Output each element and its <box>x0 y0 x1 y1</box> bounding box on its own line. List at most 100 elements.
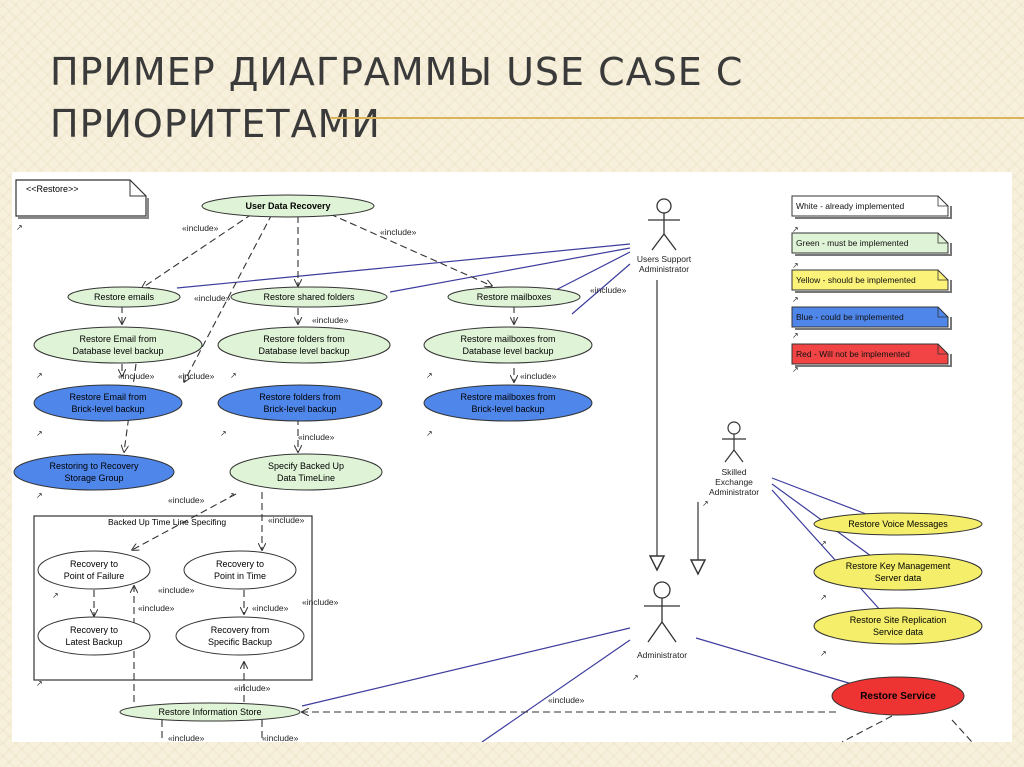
use-case-latest-backup[interactable]: Recovery to Latest Backup <box>37 616 151 656</box>
link-glyph: ↗ <box>36 371 43 380</box>
legend-item: Yellow - should be implemented <box>791 269 952 293</box>
use-case-restore-key-management[interactable]: Restore Key Management Server data <box>813 553 983 591</box>
actor-administrator[interactable]: Administrator <box>637 581 687 660</box>
include-label: «include» <box>548 695 585 705</box>
include-label: «include» <box>312 315 349 325</box>
use-case-specify-timeline[interactable]: Specify Backed Up Data TimeLine <box>229 453 383 491</box>
svg-text:Restore Email from: Restore Email from <box>79 334 156 344</box>
include-label: «include» <box>138 603 175 613</box>
link-glyph: ↗ <box>820 649 827 658</box>
diagram-canvas: <<Restore>> <box>13 179 983 743</box>
use-case-restore-folders-db[interactable]: Restore folders from Database level back… <box>217 326 391 364</box>
svg-text:Restore Voice Messages: Restore Voice Messages <box>848 519 948 529</box>
use-case-restore-folders-brick[interactable]: Restore folders from Brick-level backup <box>217 384 383 422</box>
link-glyph: ↗ <box>426 371 433 380</box>
svg-text:Restore emails: Restore emails <box>94 292 155 302</box>
svg-text:User Data Recovery: User Data Recovery <box>245 201 330 211</box>
use-case-point-in-time[interactable]: Recovery to Point in Time <box>183 550 297 590</box>
actor-label: Administrator <box>709 487 759 497</box>
link-glyph: ↗ <box>52 591 59 600</box>
include-label: «include» <box>168 495 205 505</box>
svg-text:Server data: Server data <box>875 573 922 583</box>
include-label: «include» <box>252 603 289 613</box>
link-glyph: ↗ <box>426 429 433 438</box>
svg-text:Data TimeLine: Data TimeLine <box>277 473 335 483</box>
legend-swatch <box>791 306 949 328</box>
use-case-restore-email-brick[interactable]: Restore Email from Brick-level backup <box>33 384 183 422</box>
svg-text:Storage Group: Storage Group <box>64 473 123 483</box>
use-case-restore-service[interactable]: Restore Service <box>831 676 965 716</box>
svg-text:Restore Email from: Restore Email from <box>69 392 146 402</box>
link-glyph: ↗ <box>230 371 237 380</box>
legend-label: White - already implemented <box>796 201 904 211</box>
package-label: <<Restore>> <box>26 184 79 194</box>
svg-text:Point of Failure: Point of Failure <box>64 571 125 581</box>
svg-text:Restore shared folders: Restore shared folders <box>263 292 355 302</box>
svg-text:Restore mailboxes from: Restore mailboxes from <box>460 392 555 402</box>
actor-label: Skilled <box>721 467 746 477</box>
use-case-user-data-recovery[interactable]: User Data Recovery <box>201 194 375 218</box>
use-case-restore-shared-folders[interactable]: Restore shared folders <box>230 286 388 308</box>
svg-text:Restore folders from: Restore folders from <box>259 392 341 402</box>
link-glyph: ↗ <box>36 679 43 688</box>
legend-swatch <box>791 269 949 291</box>
association-lines <box>176 243 883 743</box>
use-case-specific-backup[interactable]: Recovery from Specific Backup <box>175 616 305 656</box>
title-divider <box>330 117 1024 119</box>
use-case-restore-mailboxes[interactable]: Restore mailboxes <box>447 286 581 308</box>
boundary-label: Backed Up Time Line Specifing <box>108 517 226 527</box>
legend-swatch <box>791 232 949 254</box>
svg-text:Brick-level backup: Brick-level backup <box>263 404 336 414</box>
use-case-restore-email-db[interactable]: Restore Email from Database level backup <box>33 326 203 364</box>
include-label: «include» <box>302 597 339 607</box>
link-glyph: ↗ <box>792 295 799 304</box>
slide-title-line2: приоритетами <box>50 102 381 146</box>
legend-item: Blue - could be implemented <box>791 306 952 330</box>
svg-text:Restore mailboxes from: Restore mailboxes from <box>460 334 555 344</box>
legend-item: White - already implemented <box>791 195 952 219</box>
include-label: «include» <box>234 683 271 693</box>
link-glyph: ↗ <box>820 539 827 548</box>
actor-label: Administrator <box>637 650 687 660</box>
link-glyph: ↗ <box>792 225 799 234</box>
legend-item: Red - Will not be implemented <box>791 343 952 367</box>
use-case-restore-mailboxes-db[interactable]: Restore mailboxes from Database level ba… <box>423 326 593 364</box>
svg-text:Brick-level backup: Brick-level backup <box>471 404 544 414</box>
svg-text:Restore Key Management: Restore Key Management <box>846 561 951 571</box>
use-cases: User Data Recovery Restore emails Restor… <box>13 194 983 722</box>
svg-text:Recovery to: Recovery to <box>70 559 118 569</box>
include-label: «include» <box>298 432 335 442</box>
svg-text:Specify Backed Up: Specify Backed Up <box>268 461 344 471</box>
actor-label: Users Support <box>637 254 692 264</box>
link-glyph: ↗ <box>632 673 639 682</box>
use-case-restore-mailboxes-brick[interactable]: Restore mailboxes from Brick-level backu… <box>423 384 593 422</box>
include-label: «include» <box>268 515 305 525</box>
svg-text:Recovery to: Recovery to <box>70 625 118 635</box>
actor-support-admin[interactable]: Users Support Administrator <box>637 198 692 274</box>
link-glyph: ↗ <box>792 331 799 340</box>
legend-item: Green - must be implemented <box>791 232 952 256</box>
svg-text:Restore folders from: Restore folders from <box>263 334 345 344</box>
include-label: «include» <box>178 371 215 381</box>
svg-text:Restore Site Replication: Restore Site Replication <box>850 615 947 625</box>
actor-exchange-admin[interactable]: Skilled Exchange Administrator <box>709 421 759 497</box>
actor-label: Exchange <box>715 477 753 487</box>
legend-label: Blue - could be implemented <box>796 312 904 322</box>
use-case-point-of-failure[interactable]: Recovery to Point of Failure <box>37 550 151 590</box>
include-label: «include» <box>158 585 195 595</box>
svg-text:Restore mailboxes: Restore mailboxes <box>477 292 552 302</box>
include-dependencies <box>94 213 973 743</box>
link-glyph: ↗ <box>16 223 23 232</box>
package-note: <<Restore>> <box>15 179 149 219</box>
use-case-restore-site-replication[interactable]: Restore Site Replication Service data <box>813 607 983 645</box>
svg-text:Database level backup: Database level backup <box>462 346 553 356</box>
use-case-recovery-storage-group[interactable]: Restoring to Recovery Storage Group <box>13 453 175 491</box>
use-case-restore-information-store[interactable]: Restore Information Store <box>119 702 301 722</box>
link-glyph: ↗ <box>228 491 235 500</box>
use-case-restore-voice-messages[interactable]: Restore Voice Messages <box>813 512 983 536</box>
include-label: «include» <box>168 733 205 742</box>
generalization-arrows <box>657 280 698 574</box>
link-glyph: ↗ <box>792 261 799 270</box>
use-case-restore-emails[interactable]: Restore emails <box>67 286 181 308</box>
